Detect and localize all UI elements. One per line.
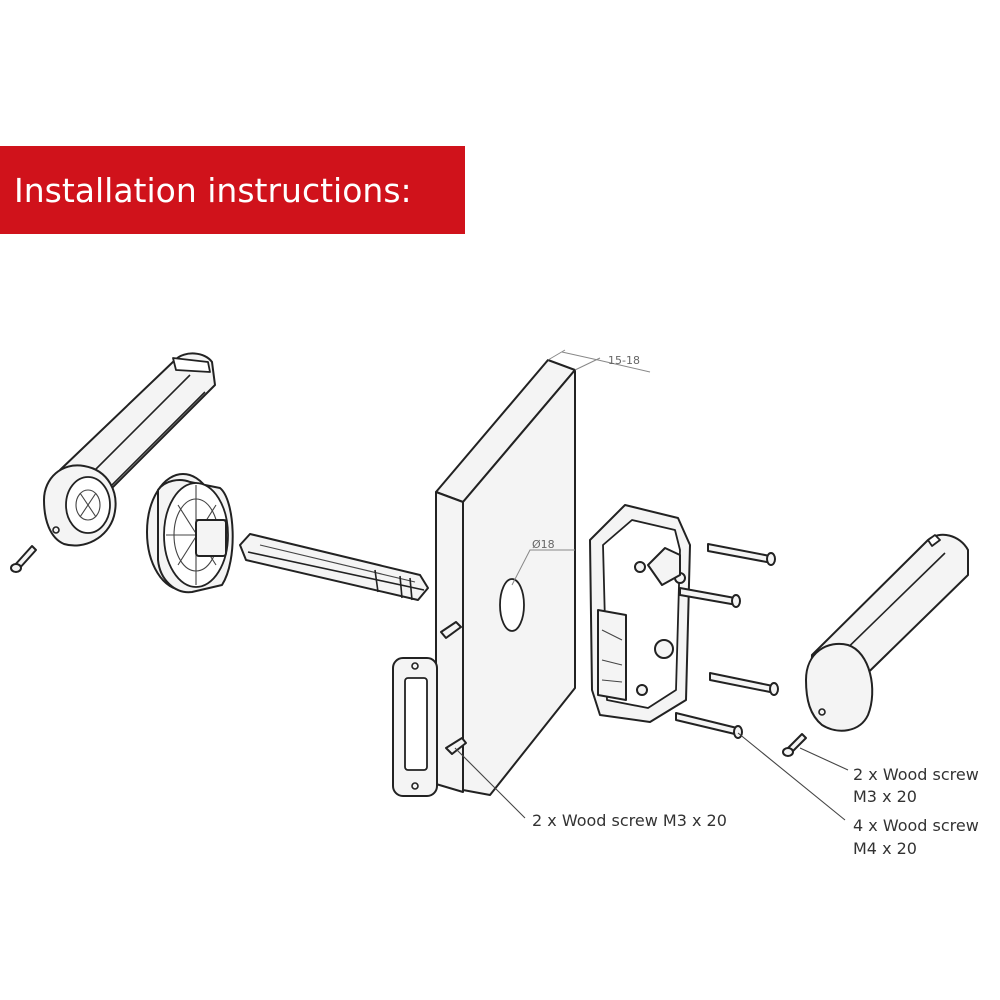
door-thickness-label: 15-18 bbox=[608, 354, 640, 367]
left-lever-handle bbox=[43, 352, 216, 547]
handle-screw-left bbox=[10, 545, 37, 573]
callout-leaders bbox=[454, 732, 849, 821]
door-panel bbox=[435, 359, 576, 796]
right-lever-handle bbox=[805, 533, 969, 732]
strike-plate bbox=[392, 657, 438, 797]
hole-diameter-label: Ø18 bbox=[532, 538, 555, 551]
lock-body-screws-callout-line1: 4 x Wood screw bbox=[853, 816, 979, 835]
dimension-markers: 15-18 Ø18 bbox=[511, 349, 651, 586]
lock-body-screws bbox=[675, 543, 779, 739]
handle-screw-right bbox=[782, 733, 807, 757]
banner-title: Installation instructions: bbox=[14, 170, 412, 210]
handle-screws-callout-line1: 2 x Wood screw bbox=[853, 765, 979, 784]
title-banner: Installation instructions: bbox=[0, 146, 465, 234]
square-spindle bbox=[239, 533, 429, 601]
lock-body bbox=[589, 504, 691, 723]
handle-screws-callout-line2: M3 x 20 bbox=[853, 787, 917, 806]
strike-plate-screws-callout: 2 x Wood screw M3 x 20 bbox=[532, 811, 727, 830]
lock-body-screws-callout-line2: M4 x 20 bbox=[853, 839, 917, 858]
spindle-hole bbox=[499, 578, 525, 632]
rosette-bushing bbox=[146, 473, 234, 594]
